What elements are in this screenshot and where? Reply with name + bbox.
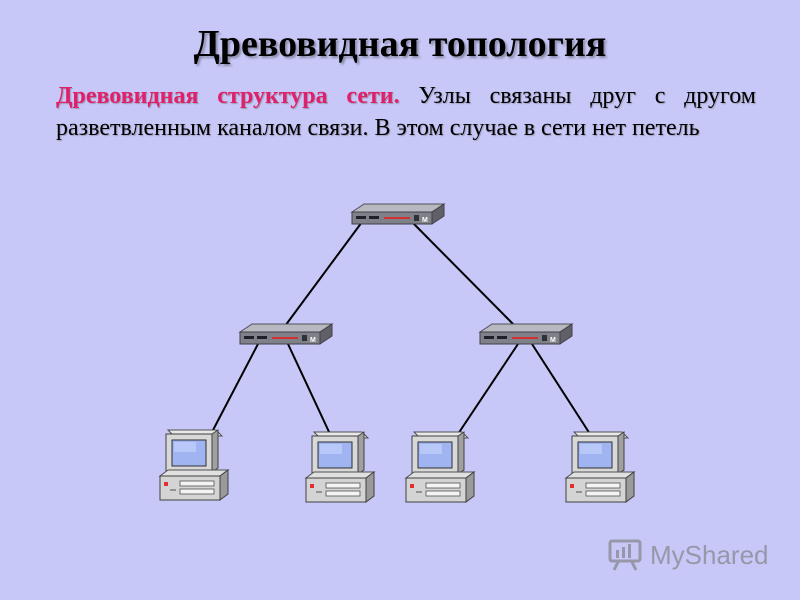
computer-4	[565, 431, 635, 503]
link-right-pc4	[531, 343, 591, 435]
link-left-pc2	[287, 343, 331, 435]
description-paragraph: Древовидная структура сети. Узлы связаны…	[56, 80, 756, 144]
right-switch: M	[479, 323, 573, 345]
description-lead: Древовидная структура сети.	[56, 83, 400, 109]
page-title: Древовидная топология	[193, 23, 607, 65]
description-text: Узлы связаны друг с другом разветвленным…	[56, 83, 756, 141]
computer-3	[405, 431, 475, 503]
right-switch-label: M	[550, 337, 556, 344]
root-switch: M	[351, 203, 445, 225]
left-switch-label: M	[310, 337, 316, 344]
root-switch-label: M	[422, 217, 428, 224]
link-root-left	[284, 221, 363, 327]
link-left-pc1	[211, 343, 259, 433]
myshared-logo-icon	[608, 539, 642, 571]
left-switch: M	[239, 323, 333, 345]
watermark-text: MyShared	[650, 539, 769, 570]
computer-2	[305, 431, 375, 503]
link-right-pc3	[457, 343, 519, 435]
watermark: MyShared	[608, 538, 769, 572]
link-root-right	[411, 221, 516, 327]
computer-1	[159, 429, 229, 501]
